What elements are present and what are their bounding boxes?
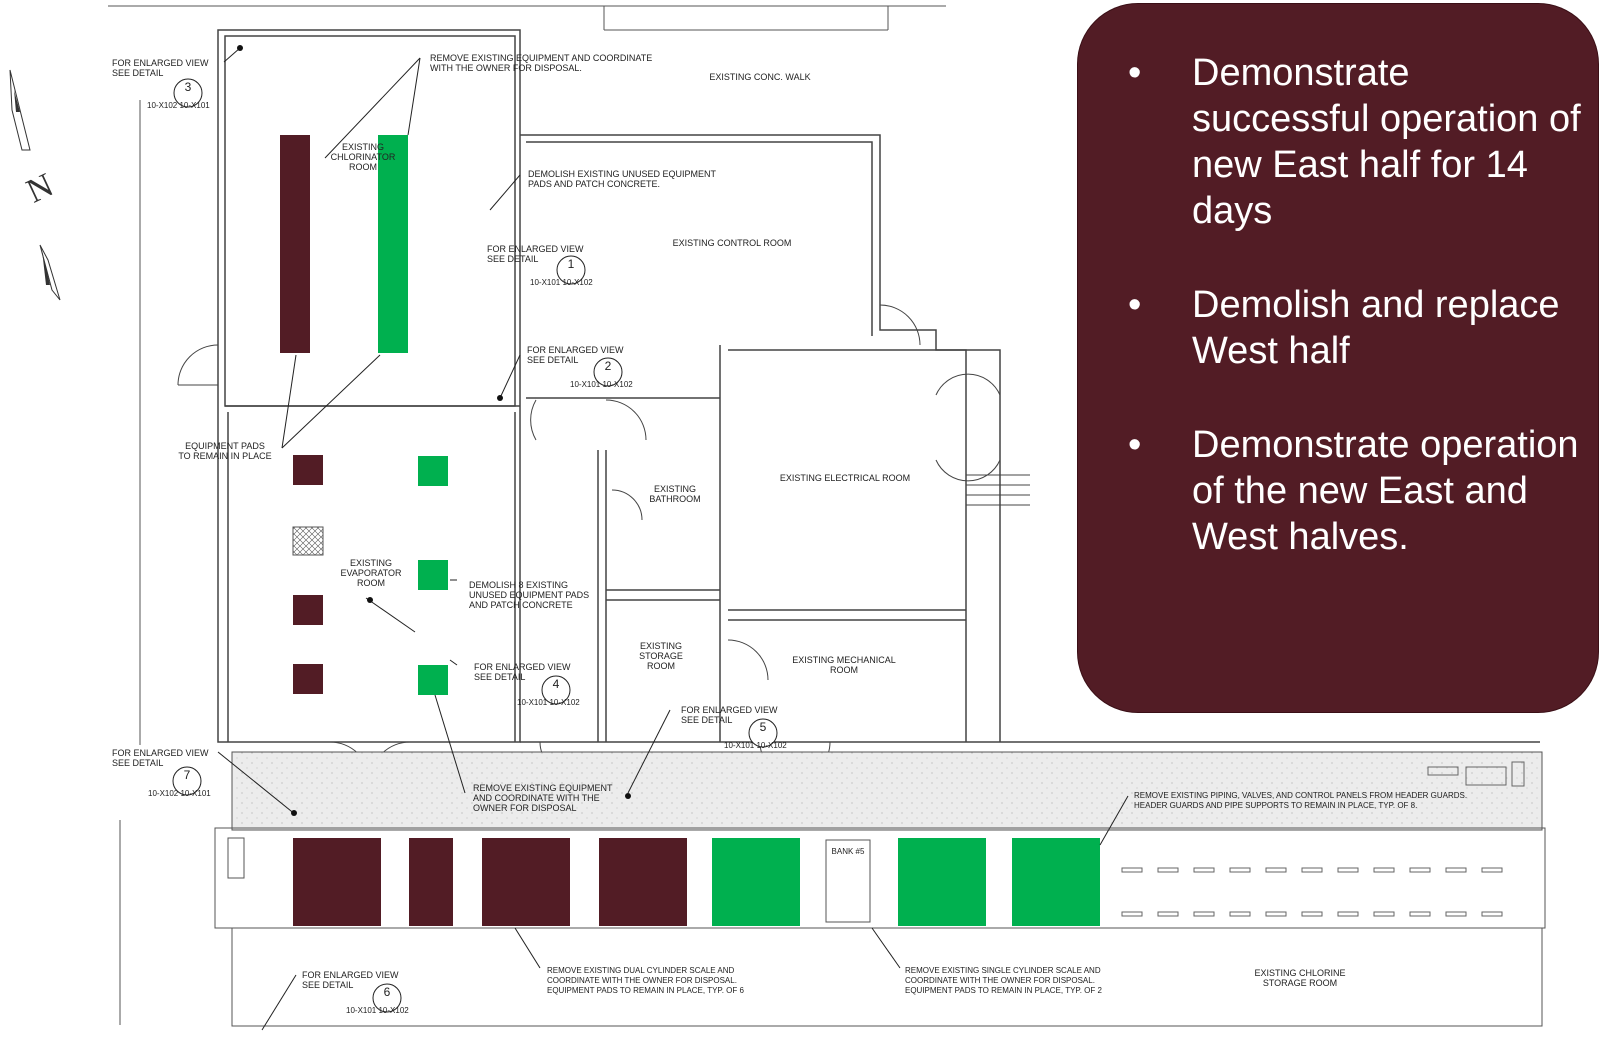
callout-bullet: • Demolish and replace West half: [1128, 284, 1560, 372]
evaporator-pad-green: [418, 560, 448, 590]
room-label-chlorine-storage: EXISTING CHLORINE STORAGE ROOM: [1254, 968, 1346, 988]
chlorine-storage-room: [231, 927, 1543, 1027]
note-remove-piping: REMOVE EXISTING PIPING, VALVES, AND CONT…: [1134, 791, 1468, 810]
room-label-bathroom: EXISTING BATHROOM: [649, 484, 701, 504]
detail-1-label: FOR ENLARGED VIEW SEE DETAIL: [487, 244, 584, 264]
bullet-icon: •: [1128, 284, 1142, 326]
note-remove-dual-scale: REMOVE EXISTING DUAL CYLINDER SCALE AND …: [547, 966, 744, 995]
cylinder-pad-maroon: [599, 838, 687, 926]
cylinder-pad-green: [1012, 838, 1100, 926]
callout-list: • Demonstrate successful operation of ne…: [1078, 4, 1598, 560]
room-label-chlorinator: EXISTING CHLORINATOR ROOM: [330, 142, 396, 172]
bullet-icon: •: [1128, 424, 1142, 466]
leader-lines: [217, 47, 1129, 1031]
bank-5-label: BANK #5: [831, 847, 865, 856]
cylinder-pad-maroon: [293, 838, 381, 926]
cylinder-pad-green: [712, 838, 800, 926]
room-label-evaporator: EXISTING EVAPORATOR ROOM: [340, 558, 402, 588]
room-label-storage: EXISTING STORAGE ROOM: [639, 641, 683, 671]
note-demolish-8: DEMOLISH 8 EXISTING UNUSED EQUIPMENT PAD…: [469, 580, 590, 610]
note-equipment-pads-remain: EQUIPMENT PADS TO REMAIN IN PLACE: [178, 441, 272, 461]
detail-7-label: FOR ENLARGED VIEW SEE DETAIL: [112, 748, 209, 768]
exterior-steps: [966, 474, 1030, 506]
detail-bubbles: [172, 78, 778, 1013]
cylinder-pad-maroon: [409, 838, 453, 926]
detail-5-label: FOR ENLARGED VIEW SEE DETAIL: [681, 705, 778, 725]
callout-bullet: • Demonstrate operation of the new East …: [1128, 424, 1579, 558]
room-label-conc-walk: EXISTING CONC. WALK: [709, 72, 811, 82]
building-walls: [217, 29, 1540, 743]
evaporator-pad-maroon: [293, 595, 323, 625]
detail-2-label: FOR ENLARGED VIEW SEE DETAIL: [527, 345, 624, 365]
evaporator-pad-maroon: [293, 664, 323, 694]
chlorinator-pad-maroon: [280, 135, 310, 353]
cylinder-pad-maroon: [482, 838, 570, 926]
stippled-walkway: [231, 751, 1543, 831]
note-remove-equipment-bottom: REMOVE EXISTING EQUIPMENT AND COORDINATE…: [473, 783, 613, 813]
bank-5-outline: [825, 839, 871, 923]
note-demolish-pads: DEMOLISH EXISTING UNUSED EQUIPMENT PADS …: [528, 169, 717, 189]
cylinder-pad-green: [898, 838, 986, 926]
detail-4-label: FOR ENLARGED VIEW SEE DETAIL: [474, 662, 571, 682]
evaporator-pad-maroon: [293, 455, 323, 485]
room-label-mechanical: EXISTING MECHANICAL ROOM: [792, 655, 896, 675]
callout-box: • Demonstrate successful operation of ne…: [1078, 4, 1598, 712]
evaporator-pad-hatched: [292, 526, 324, 556]
detail-6-label: FOR ENLARGED VIEW SEE DETAIL: [302, 970, 399, 990]
callout-bullet: • Demonstrate successful operation of ne…: [1128, 52, 1581, 232]
bullet-icon: •: [1128, 52, 1142, 94]
room-label-electrical: EXISTING ELECTRICAL ROOM: [779, 473, 911, 483]
equipment-pads: [280, 135, 1100, 926]
room-label-control: EXISTING CONTROL ROOM: [672, 238, 792, 248]
north-arrow-icon: [9, 69, 61, 301]
evaporator-pad-green: [418, 665, 448, 695]
note-remove-single-scale: REMOVE EXISTING SINGLE CYLINDER SCALE AN…: [905, 966, 1102, 995]
evaporator-pad-green: [418, 456, 448, 486]
header-guards: [1121, 867, 1503, 917]
detail-3-label: FOR ENLARGED VIEW SEE DETAIL: [112, 58, 209, 78]
chlorinator-pad-green: [378, 135, 408, 353]
note-remove-equipment-top: REMOVE EXISTING EQUIPMENT AND COORDINATE…: [430, 53, 653, 73]
